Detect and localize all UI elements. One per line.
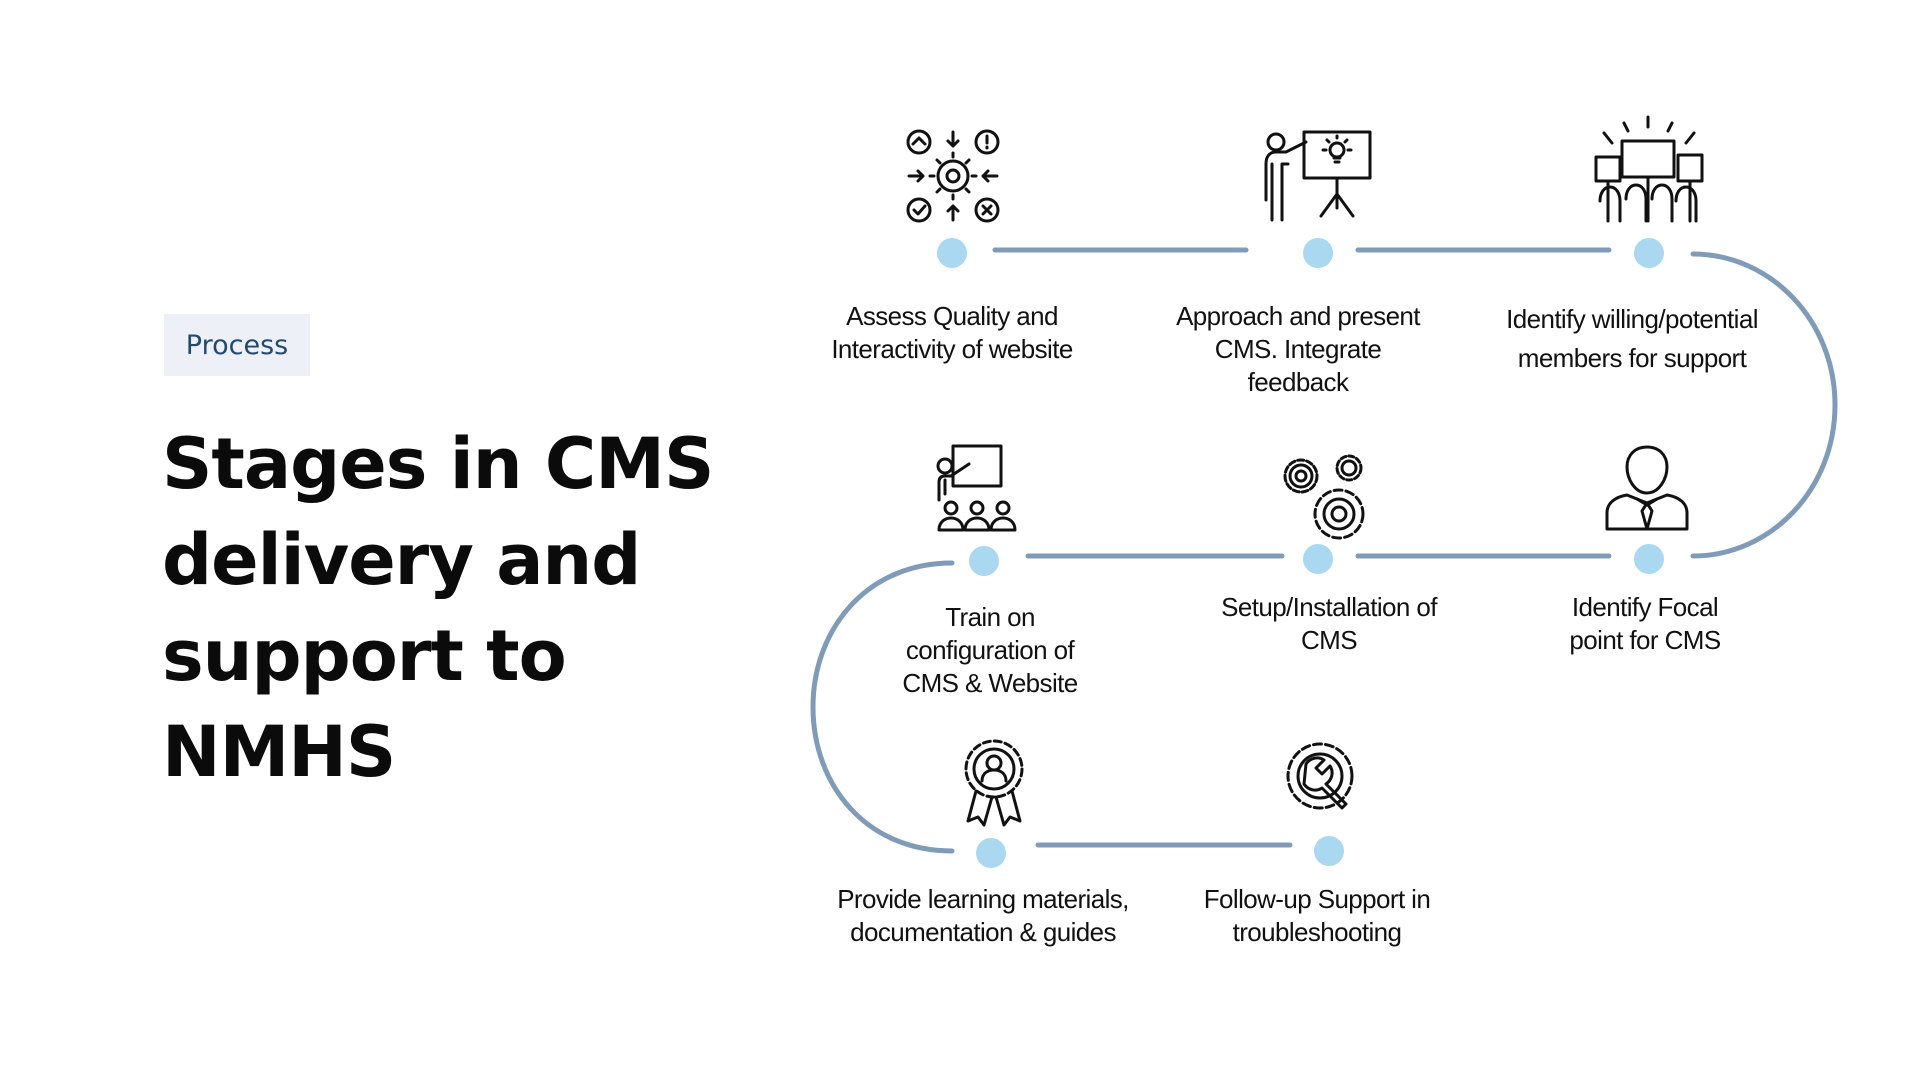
connector-3-4 [1690,251,1838,559]
training-board-icon [935,444,1021,532]
node-7 [976,838,1006,868]
step-2-label: Approach and present CMS. Integrate feed… [1176,301,1420,397]
gear-process-icon [905,128,1001,224]
step-3-label: Identify willing/potential members for s… [1506,304,1758,373]
step-8-label: Follow-up Support in troubleshooting [1203,884,1431,947]
section-tag: Process [164,314,310,376]
node-4 [1634,544,1664,574]
flow-connectors [810,247,1838,854]
presenter-icon [1262,130,1372,222]
crowd-protest-icon [1590,113,1710,225]
node-8 [1314,836,1344,866]
node-1 [937,238,967,268]
step-4-label: Identify Focal point for CMS [1569,592,1721,655]
connector-6-7 [810,560,955,854]
flow-nodes [937,238,1664,868]
step-1-label: Assess Quality and Interactivity of webs… [831,301,1073,364]
node-5 [1303,544,1333,574]
award-badge-icon [960,737,1028,827]
gears-icon [1277,452,1371,544]
businessman-icon [1603,443,1691,533]
step-6-label: Train on configuration of CMS & Website [902,602,1078,698]
page-title: Stages in CMS delivery and support to NM… [162,423,714,793]
wrench-gear-icon [1282,740,1360,816]
step-7-label: Provide learning materials, documentatio… [837,884,1129,947]
node-3 [1634,238,1664,268]
node-2 [1303,238,1333,268]
node-6 [969,546,999,576]
step-5-label: Setup/Installation of CMS [1221,592,1437,655]
